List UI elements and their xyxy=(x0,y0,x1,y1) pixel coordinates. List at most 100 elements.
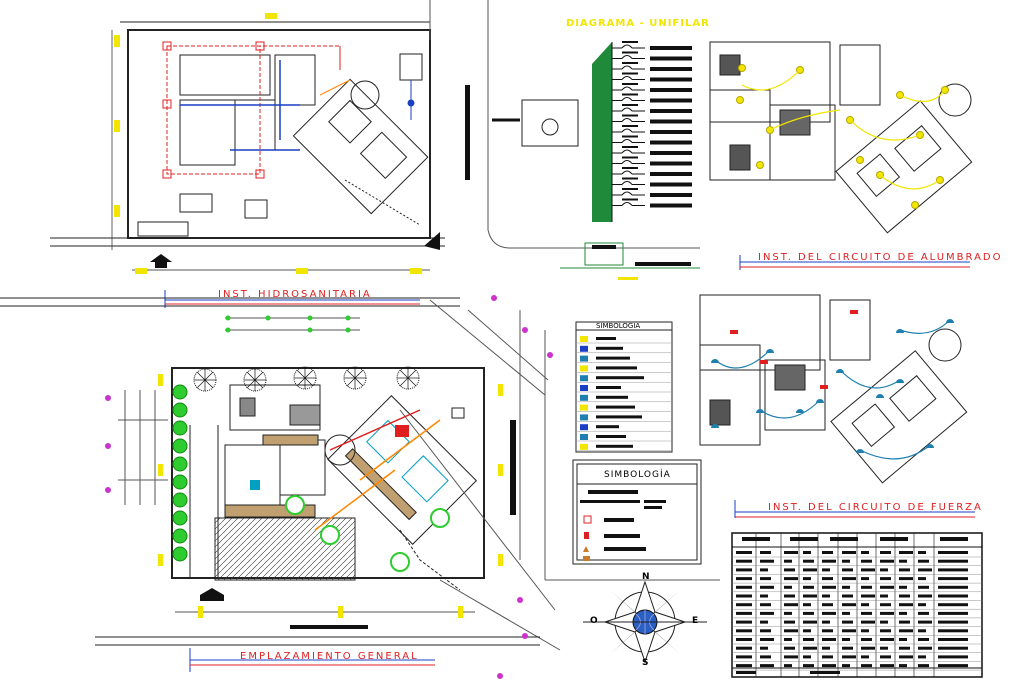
dimension-tick xyxy=(158,464,163,476)
power-outlets xyxy=(711,310,954,453)
table-cell-value xyxy=(880,664,894,668)
table-cell-value xyxy=(938,594,968,598)
legend-description-bar xyxy=(596,386,621,389)
lighting-wiring xyxy=(741,69,946,190)
sld-breaker xyxy=(621,118,633,122)
power-outlet-icon xyxy=(711,424,719,428)
palm-frond xyxy=(346,369,356,379)
table-cell-value xyxy=(880,577,891,581)
palm-frond xyxy=(204,371,214,381)
table-cell-value xyxy=(822,594,830,598)
shrub-icon xyxy=(172,510,188,526)
reference-node xyxy=(497,673,503,679)
table-cell-value xyxy=(803,585,814,589)
power-outlet-icon xyxy=(896,379,904,383)
table-cell-value xyxy=(880,611,894,615)
sld-breaker-rating-bar xyxy=(622,188,638,190)
sld-breaker-rating-bar xyxy=(622,125,638,127)
sld-circuit-label-bar xyxy=(650,56,692,61)
table-cell-value xyxy=(938,655,968,659)
sld-breaker xyxy=(621,44,633,49)
table-cell-value xyxy=(822,655,833,659)
table-cell-value xyxy=(736,629,752,633)
dimension-tick xyxy=(458,606,463,618)
table-cell-value xyxy=(822,638,836,641)
dimension-node xyxy=(307,327,313,333)
small-legend-title: SIMBOLOGIA xyxy=(596,322,641,330)
sld-breaker-rating-bar xyxy=(622,177,638,180)
tree-icon xyxy=(285,495,305,515)
palm-frond xyxy=(204,379,214,389)
table-cell-value xyxy=(918,568,932,572)
dimension-tick xyxy=(198,606,203,618)
table-cell-value xyxy=(918,620,932,624)
table-cell-value xyxy=(803,577,811,581)
table-cell-value xyxy=(784,629,798,633)
table-cell-value xyxy=(861,577,869,581)
palm-frond xyxy=(246,379,256,389)
power-outlet-icon xyxy=(756,409,764,413)
table-cell-value xyxy=(899,664,907,668)
hydrosanitary-markers xyxy=(114,13,470,274)
shrub-icon xyxy=(172,420,188,436)
table-cell-value xyxy=(918,551,926,554)
table-cell-value xyxy=(842,551,856,554)
power-outlet-icon xyxy=(836,369,844,373)
table-cell-value xyxy=(760,551,771,554)
sld-breaker-rating-bar xyxy=(622,156,638,159)
dimension-node xyxy=(225,327,231,333)
shrub-icon xyxy=(172,384,188,400)
legend-symbol xyxy=(580,375,588,382)
table-cell-value xyxy=(861,603,869,607)
power-outlet-icon xyxy=(946,319,954,323)
table-cell-value xyxy=(861,568,875,572)
dimension-markers xyxy=(105,295,553,679)
sld-breaker xyxy=(621,202,633,206)
table-cell-value xyxy=(861,559,872,563)
table-cell-value xyxy=(842,664,850,668)
table-cell-value xyxy=(736,594,752,598)
palm-frond xyxy=(399,377,409,387)
palm-frond xyxy=(407,377,417,387)
light-fixture-icon xyxy=(911,201,919,209)
power-circuit-plan xyxy=(699,294,975,518)
table-cell-value xyxy=(938,559,968,563)
sld-circuit-label-bar xyxy=(650,119,692,124)
power-outlet-icon xyxy=(711,359,719,363)
table-cell-value xyxy=(803,638,814,641)
table-cell-value xyxy=(822,577,833,581)
table-cell-value xyxy=(880,655,891,659)
table-cell-value xyxy=(880,629,891,633)
power-panel-marker xyxy=(850,310,858,314)
table-cell-value xyxy=(784,664,792,668)
shrub-icon xyxy=(172,546,188,562)
table-cell-value xyxy=(842,629,856,633)
legend-description-bar xyxy=(596,405,635,409)
sld-circuit-label-bar xyxy=(650,109,692,113)
sld-breaker-rating-bar xyxy=(622,114,638,117)
table-cell-value xyxy=(784,585,792,589)
sld-breaker xyxy=(621,191,633,196)
light-fixture-icon xyxy=(856,156,864,164)
large-legend-title: SIMBOLOGÍA xyxy=(604,470,671,480)
sld-circuit-label-bar xyxy=(650,130,692,134)
table-cell-value xyxy=(842,568,853,572)
reference-node xyxy=(105,443,111,449)
table-header-cell xyxy=(940,537,968,541)
hydrosanitary-pipes xyxy=(166,45,351,175)
table-footer-cell xyxy=(736,671,756,674)
reference-node xyxy=(491,295,497,301)
table-cell-value xyxy=(899,585,907,589)
table-cell-value xyxy=(842,611,850,615)
legend-symbol xyxy=(580,424,588,431)
legend-description-bar xyxy=(596,366,637,370)
power-outlet-icon xyxy=(766,349,774,353)
table-cell-value xyxy=(822,620,830,624)
power-outlet-icon xyxy=(896,329,904,333)
table-cell-value xyxy=(861,611,872,615)
power-panel-marker xyxy=(820,385,828,389)
palm-frond xyxy=(346,377,356,387)
table-cell-value xyxy=(918,594,932,598)
light-fixture-icon xyxy=(736,96,744,104)
